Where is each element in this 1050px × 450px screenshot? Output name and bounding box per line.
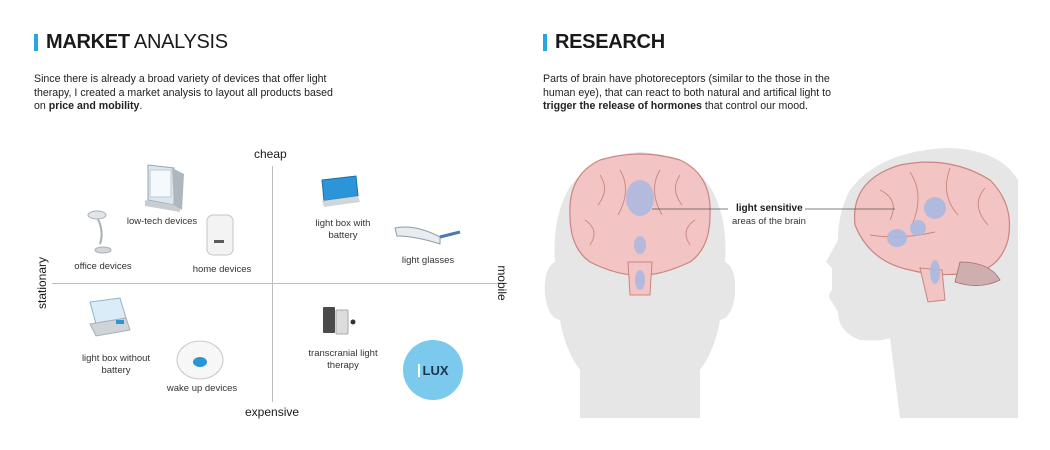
label-office: office devices — [74, 261, 132, 272]
market-heading-bold: MARKET — [46, 31, 130, 53]
label-home: home devices — [192, 264, 252, 275]
light-glasses-image — [394, 226, 461, 245]
side-sensitive-area-2 — [887, 229, 907, 247]
axis-label-expensive: expensive — [245, 405, 300, 419]
callout-subtitle: areas of the brain — [732, 216, 806, 227]
market-heading-light: ANALYSIS — [129, 31, 228, 53]
transcranial-device-image — [323, 307, 356, 335]
callout-title: light sensitive — [736, 203, 803, 214]
lux-logo: LUX — [403, 340, 463, 400]
research-heading: RESEARCH — [543, 31, 665, 54]
research-heading-text: RESEARCH — [555, 31, 665, 53]
side-sensitive-area-1 — [924, 197, 946, 219]
front-head-brain-illustration — [544, 152, 735, 418]
label-light-box-battery: light box with battery — [315, 218, 371, 241]
market-description: Since there is already a broad variety o… — [34, 73, 333, 113]
front-brain — [569, 153, 711, 296]
market-description-bold: price and mobility — [48, 100, 140, 113]
light-box-battery-image — [321, 175, 360, 207]
front-sensitive-area-upper — [626, 180, 654, 216]
low-tech-device-image — [145, 164, 184, 212]
home-device-image — [206, 214, 234, 256]
heading-accent-bar — [34, 34, 38, 51]
light-box-no-battery-image — [89, 297, 131, 337]
axis-horizontal — [52, 283, 500, 284]
office-device-image — [87, 210, 112, 254]
heading-accent-bar — [543, 34, 547, 51]
side-brain — [853, 161, 1011, 303]
side-sensitive-area-3 — [910, 220, 926, 236]
device-illustrations — [87, 164, 461, 380]
research-description-bold: trigger the release of hormones — [543, 100, 702, 113]
side-sensitive-area-stem — [930, 260, 940, 284]
side-head-brain-illustration — [826, 148, 1018, 418]
callout-lines — [652, 208, 895, 210]
axis-label-cheap: cheap — [254, 147, 287, 161]
front-sensitive-area-stem — [635, 270, 645, 290]
front-sensitive-area-lower — [634, 236, 646, 254]
label-low-tech: low-tech devices — [126, 216, 198, 227]
market-heading: MARKET ANALYSIS — [34, 31, 228, 54]
wake-up-device-image — [176, 340, 224, 380]
label-wake-up: wake up devices — [166, 383, 238, 394]
axis-vertical — [272, 166, 273, 402]
research-description: Parts of brain have photoreceptors (simi… — [543, 73, 831, 113]
label-light-glasses: light glasses — [401, 255, 455, 266]
label-transcranial: transcranial light therapy — [308, 348, 378, 371]
label-light-box-no-battery: light box without battery — [81, 353, 151, 376]
